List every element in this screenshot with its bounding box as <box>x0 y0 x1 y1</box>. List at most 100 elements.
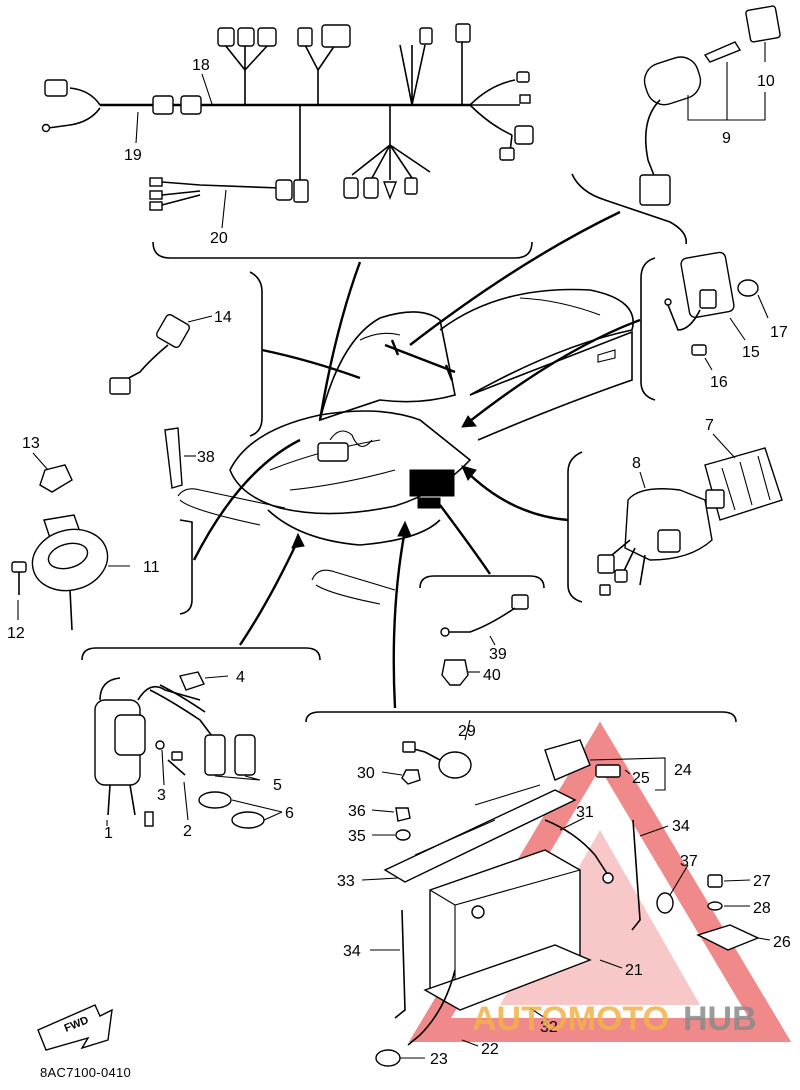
windshield-trim <box>359 332 401 341</box>
leader-2 <box>183 781 189 821</box>
sensor-terminal <box>440 627 450 637</box>
toggle-switch <box>156 314 190 348</box>
callout-32: 32 <box>540 1019 558 1036</box>
leader-8 <box>639 471 646 489</box>
pointer-horn <box>192 438 301 561</box>
plug-cap-small <box>179 671 205 691</box>
rod-34-right <box>631 819 641 931</box>
relay <box>544 739 591 781</box>
rectifier-bolt <box>691 344 707 356</box>
coil-leads <box>99 677 201 701</box>
connector-drop-2 <box>343 177 359 199</box>
grommet-1 <box>198 791 232 809</box>
leader-26 <box>757 937 771 941</box>
callout-19: 19 <box>124 147 142 164</box>
rectifier-bracket <box>640 257 656 401</box>
cdi-connector-1 <box>597 554 615 574</box>
connector-drop-5 <box>404 177 418 195</box>
cdi-assembly <box>597 433 783 596</box>
bolt-27 <box>707 874 723 888</box>
horn-bolt-head <box>11 561 27 573</box>
connector-top-2 <box>237 27 255 47</box>
leader-19 <box>135 111 139 144</box>
leader-5 <box>214 775 261 781</box>
starter-relay <box>438 751 472 779</box>
left-mid-bracket <box>249 271 263 437</box>
washer-28 <box>707 901 723 911</box>
callout-39: 39 <box>489 646 507 663</box>
fwd-arrow: FWD <box>37 1004 113 1051</box>
ski-right <box>311 569 396 605</box>
leader-39 <box>489 635 496 646</box>
watermark-text: AUTOMOTO HUB <box>472 1000 757 1038</box>
seat-line <box>519 297 601 316</box>
callout-7: 7 <box>705 417 714 434</box>
harness-connector-b <box>180 95 202 115</box>
pointer-left-mid <box>261 348 361 380</box>
cdi-fins <box>721 455 771 511</box>
connector-right-2 <box>519 94 531 104</box>
ignition-switch-body <box>643 56 702 106</box>
connector-right-4 <box>499 147 515 161</box>
callout-30: 30 <box>357 765 375 782</box>
arrowhead-coil <box>291 532 305 549</box>
leader-24-25 <box>589 757 666 791</box>
plug-cap-1 <box>204 734 226 776</box>
leader-20 <box>221 189 227 229</box>
coil-wires <box>107 784 136 816</box>
leader-16 <box>704 357 713 371</box>
callout-37: 37 <box>680 853 698 870</box>
callout-21: 21 <box>625 962 643 979</box>
tunnel-side <box>469 330 633 441</box>
cdi-bracket <box>567 451 583 603</box>
harness-branch-2 <box>304 44 336 105</box>
windshield <box>318 311 456 422</box>
connector-right-3 <box>514 125 534 145</box>
cdi-cover-window <box>657 529 681 553</box>
nut-30 <box>401 769 421 785</box>
thermo-sensor <box>441 659 469 686</box>
harness-left-branch <box>47 87 101 129</box>
harness-drop-2 <box>351 105 431 180</box>
pointer-lines <box>192 210 641 709</box>
wire-harness <box>41 23 534 229</box>
harness-bracket <box>152 241 533 259</box>
rectifier-lead <box>667 304 701 331</box>
connector-top-6 <box>419 27 433 45</box>
callout-3: 3 <box>157 787 166 804</box>
connector-right-1 <box>516 71 530 83</box>
pointer-coil <box>239 539 300 646</box>
ignition-key <box>703 41 742 63</box>
coil-terminal <box>144 811 154 827</box>
watermark-text-a: AUTOMOTO <box>472 1000 669 1038</box>
leader-22 <box>461 1039 479 1047</box>
sensor-connector <box>511 594 529 610</box>
pointer-switch <box>409 210 621 346</box>
pointer-cdi <box>464 469 569 522</box>
leader-31 <box>559 817 585 831</box>
pointer-battery <box>392 529 407 709</box>
sensor-bracket <box>419 575 545 589</box>
callout-16: 16 <box>710 374 728 391</box>
callout-33: 33 <box>337 873 355 890</box>
callout-25: 25 <box>632 770 650 787</box>
connector-top-4 <box>297 27 313 47</box>
leader-34b <box>639 825 669 837</box>
callout-numbers: 1 2 3 4 5 6 7 8 9 10 11 12 13 14 15 16 1… <box>7 57 791 1068</box>
pointer-harness-1 <box>318 261 362 421</box>
callout-29: 29 <box>458 723 476 740</box>
rectifier-assembly <box>664 251 769 371</box>
connector-drop-1 <box>293 179 309 203</box>
callout-1: 1 <box>104 825 113 842</box>
starter-relay-connector <box>402 741 416 753</box>
connector-top-5 <box>321 24 351 48</box>
sub-connector-4 <box>275 179 293 201</box>
connector-top-3 <box>257 27 277 47</box>
leader-14 <box>187 315 213 323</box>
harness-branch-1 <box>224 42 269 105</box>
battery-bracket-part <box>383 789 577 883</box>
belly-pan <box>267 509 441 546</box>
leader-27 <box>723 879 751 882</box>
leader-3 <box>161 749 165 786</box>
